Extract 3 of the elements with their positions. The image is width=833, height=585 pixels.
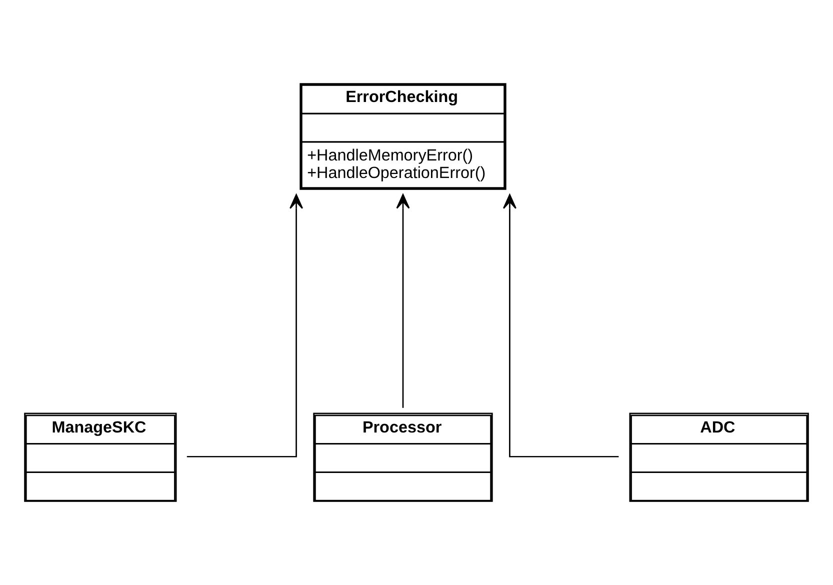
arrow <box>502 194 619 458</box>
arrow <box>186 194 304 458</box>
arrow <box>396 194 410 408</box>
